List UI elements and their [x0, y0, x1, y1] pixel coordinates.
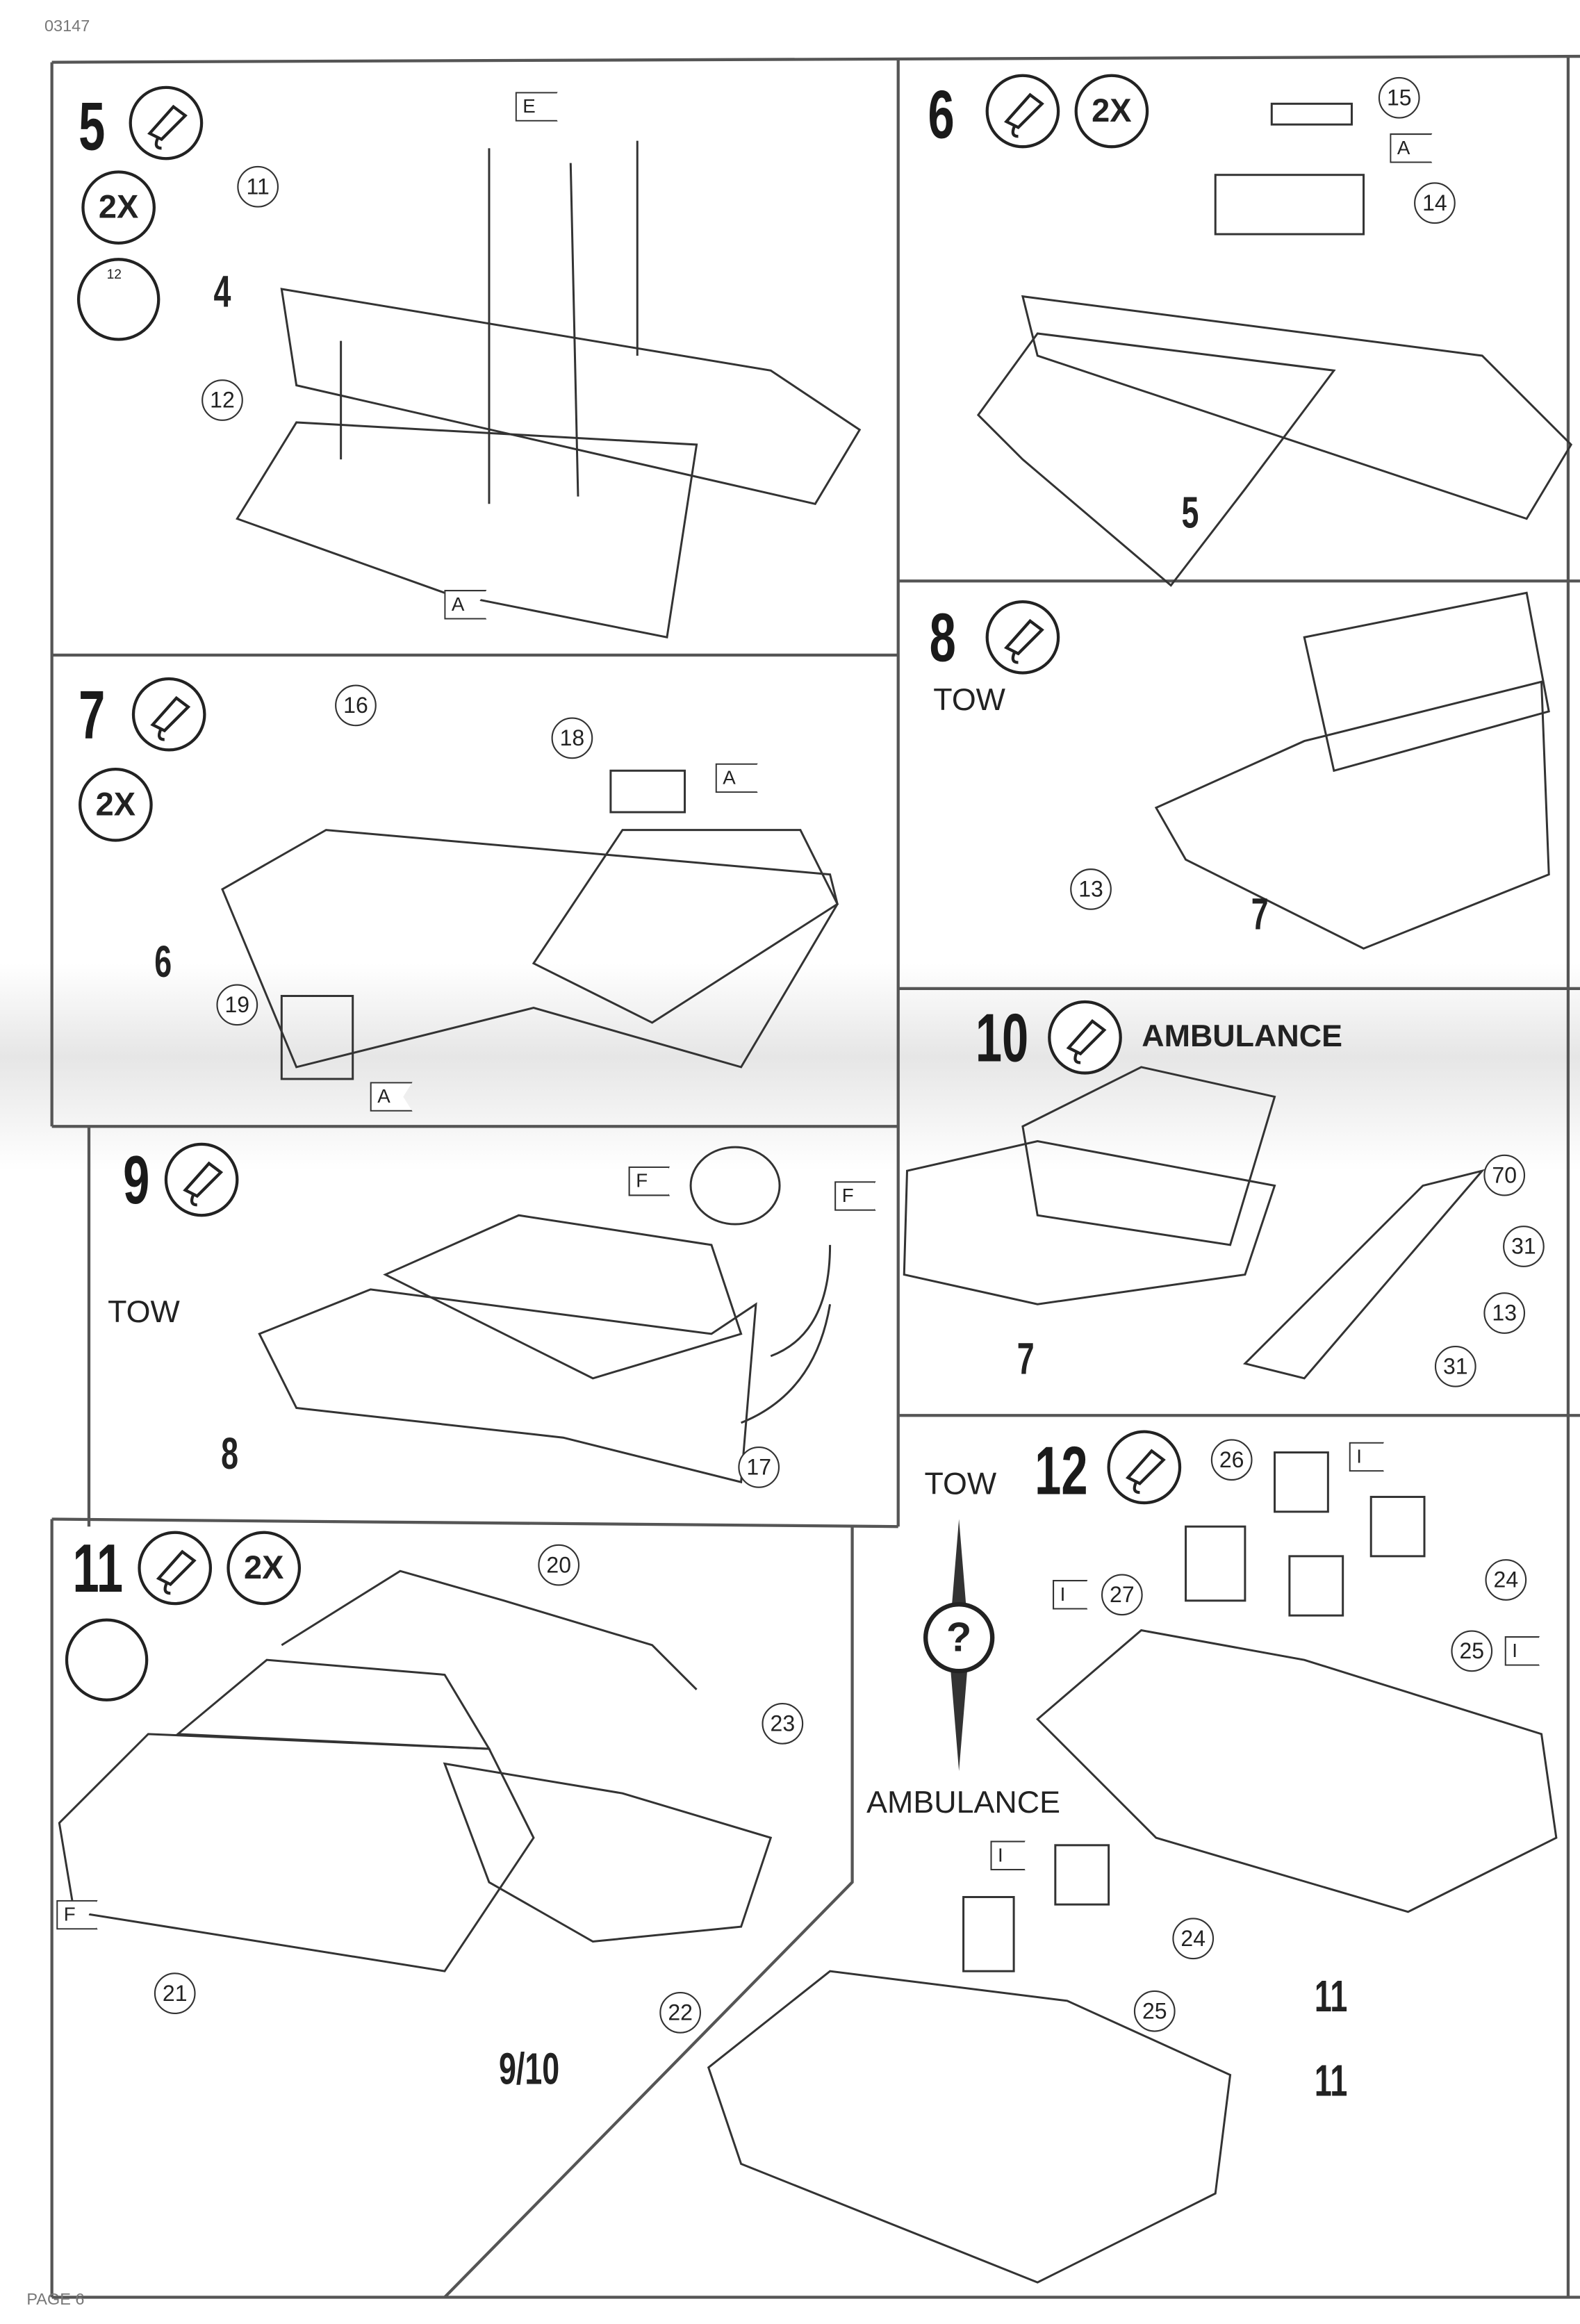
glue-icon — [164, 1142, 239, 1217]
callout: 31 — [1503, 1226, 1545, 1267]
callout: 31 — [1434, 1345, 1476, 1387]
step-7-multiplier: 2X — [79, 767, 153, 842]
page-number: PAGE 6 — [26, 2291, 85, 2309]
callout: 11 — [237, 165, 279, 208]
glue-icon — [138, 1531, 213, 1606]
step-9-number: 9 — [123, 1141, 150, 1219]
clock-icon — [65, 1618, 149, 1701]
callout-ref: 11 — [1314, 2057, 1348, 2107]
callout: 13 — [1483, 1292, 1526, 1334]
document-code: 03147 — [44, 17, 90, 36]
callout: 25 — [1451, 1630, 1493, 1672]
glue-icon — [985, 600, 1060, 675]
callout-ref: 7 — [1251, 891, 1269, 940]
callout: 25 — [1133, 1990, 1176, 2032]
step-7-number: 7 — [79, 675, 106, 753]
callout: 13 — [1070, 868, 1112, 910]
callout: 22 — [659, 1992, 702, 2034]
variant-label: TOW — [933, 683, 1005, 718]
glue-icon — [129, 85, 204, 160]
callout: 17 — [738, 1447, 780, 1488]
callout: 19 — [216, 984, 258, 1026]
callout-ref: 6 — [154, 938, 172, 987]
callout: 21 — [154, 1972, 196, 2015]
glue-icon — [1107, 1430, 1182, 1505]
callout-ref: 7 — [1017, 1335, 1035, 1385]
step-5-multiplier: 2X — [81, 170, 156, 245]
variant-label-ambulance: AMBULANCE — [866, 1786, 1060, 1820]
callout: 15 — [1378, 76, 1420, 119]
callout: 24 — [1172, 1918, 1215, 1960]
callout: 14 — [1414, 182, 1456, 224]
callout: 16 — [335, 684, 377, 727]
step-6-number: 6 — [928, 75, 955, 153]
glue-icon — [131, 677, 206, 752]
glue-icon — [1048, 1000, 1122, 1075]
part-flag: I — [990, 1840, 1026, 1871]
variant-label: AMBULANCE — [1142, 1019, 1342, 1054]
callout: 27 — [1101, 1574, 1143, 1616]
step-8-number: 8 — [929, 598, 956, 676]
callout-ref: 4 — [213, 268, 231, 318]
step-11-multiplier: 2X — [227, 1531, 302, 1606]
step-10-number: 10 — [975, 998, 1029, 1076]
callout: 26 — [1210, 1439, 1253, 1481]
callout: 24 — [1485, 1559, 1527, 1601]
step-6-multiplier: 2X — [1074, 74, 1149, 149]
step-11-number: 11 — [72, 1529, 124, 1607]
fold-shadow — [0, 963, 1580, 1171]
variant-label-tow: TOW — [924, 1467, 997, 1501]
step-12-number: 12 — [1035, 1431, 1088, 1509]
question-icon: ? — [923, 1601, 995, 1674]
clock-face-label: 12 — [106, 266, 122, 282]
callout: 20 — [538, 1544, 580, 1586]
callout-ref: 11 — [1314, 1972, 1348, 2022]
callout: 23 — [762, 1703, 804, 1745]
callout: 70 — [1483, 1154, 1526, 1196]
clock-icon: 12 — [76, 258, 161, 341]
glue-icon — [985, 74, 1060, 149]
callout-ref: 8 — [221, 1430, 239, 1479]
step-5-number: 5 — [79, 87, 106, 165]
variant-label: TOW — [108, 1295, 180, 1330]
callout-ref: 9/10 — [498, 2045, 560, 2095]
callout: 18 — [551, 717, 593, 759]
callout-ref: 5 — [1181, 488, 1199, 538]
callout: 12 — [201, 379, 243, 421]
